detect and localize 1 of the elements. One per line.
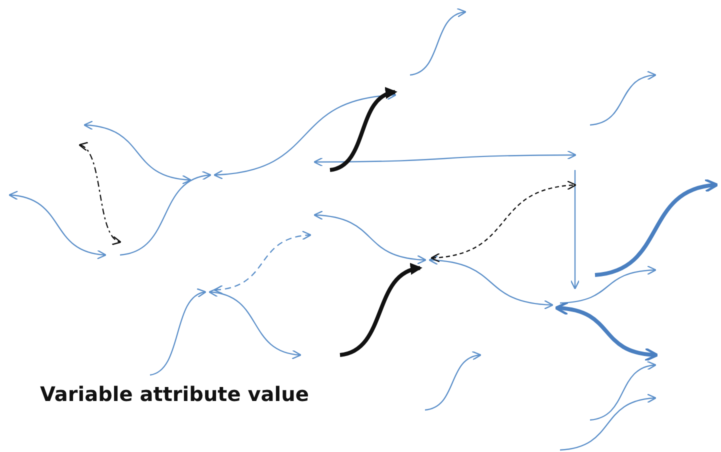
caption: Variable attribute value [40, 382, 309, 406]
